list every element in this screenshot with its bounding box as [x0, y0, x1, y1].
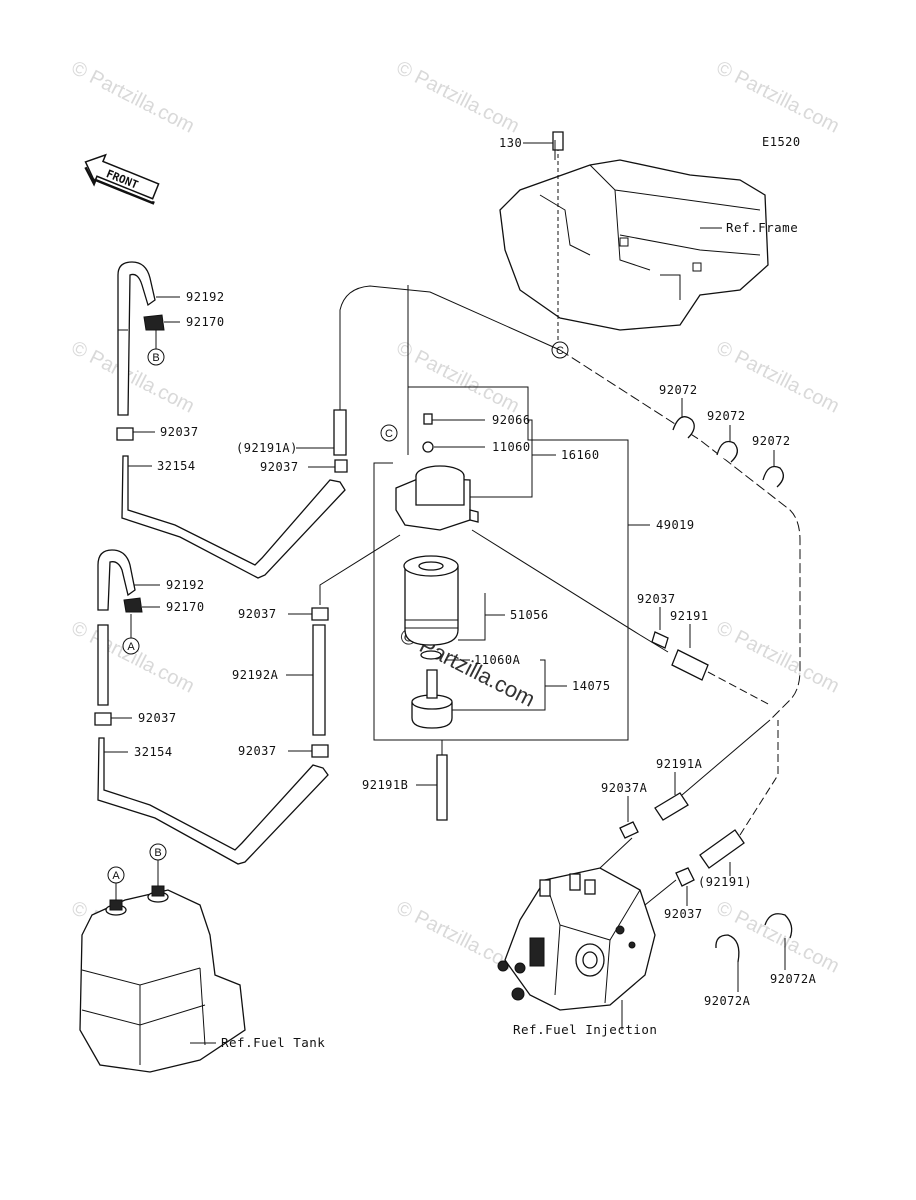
part-label-92037-c2: 92037 [238, 607, 277, 621]
clamp-92037-r2 [675, 867, 695, 887]
part-label-92191B: 92191B [362, 778, 408, 792]
part-label-92037-r1: 92037 [637, 592, 676, 606]
watermark: © Partzilla.com [713, 57, 843, 138]
ref-fuel-injection-label: Ref.Fuel Injection [513, 1022, 657, 1037]
left-upper-hose [116, 261, 346, 579]
part-label-92191A-paren: (92191A) [236, 441, 298, 455]
diagram-code: E1520 [762, 135, 801, 149]
clamps-92072 [672, 416, 784, 488]
connector-a-label: A [127, 641, 135, 653]
part-label-92037-l2: 92037 [138, 711, 177, 725]
part-label-49019: 49019 [656, 518, 695, 532]
part-label-51056: 51056 [510, 608, 549, 622]
part-label-92170-top: 92170 [186, 315, 225, 329]
hose-92191A [654, 792, 689, 821]
part-label-92037-l1: 92037 [160, 425, 199, 439]
clamp-92072A-l [715, 934, 740, 963]
part-label-92191-paren: (92191) [698, 875, 752, 889]
part-label-92191: 92191 [670, 609, 709, 623]
connector-b-label: B [152, 352, 159, 364]
part-label-92037-r2: 92037 [664, 907, 703, 921]
watermark: © Partzilla.com [68, 57, 198, 138]
watermark: © Partzilla.com [713, 617, 843, 698]
part-label-92037-c1: 92037 [260, 460, 299, 474]
left-lower-hose [94, 549, 329, 865]
hose-92191 [671, 649, 709, 681]
frame-illustration [499, 131, 769, 345]
part-label-16160: 16160 [561, 448, 600, 462]
part-label-92072-c: 92072 [752, 434, 791, 448]
fuel-injection-pump-illustration [497, 867, 656, 1011]
watermark: © Partzilla.com [393, 337, 523, 418]
part-label-92072-a: 92072 [659, 383, 698, 397]
part-label-92037A: 92037A [601, 781, 648, 795]
clamp-92037-r1 [651, 631, 669, 649]
part-label-92072A-l: 92072A [704, 994, 751, 1008]
fuel-filter-assembly [373, 285, 629, 741]
part-label-92192A: 92192A [232, 668, 279, 682]
ref-fuel-tank-label: Ref.Fuel Tank [221, 1035, 325, 1050]
part-label-130: 130 [499, 136, 522, 150]
part-label-11060A: 11060A [474, 653, 521, 667]
connector-c-filter [380, 424, 398, 442]
part-label-32154-top: 32154 [157, 459, 196, 473]
front-arrow-icon: FRONT [84, 153, 160, 205]
connector-a-tank-label: A [112, 870, 120, 882]
part-label-92066: 92066 [492, 413, 531, 427]
connector-c-filter-label: C [385, 428, 393, 440]
part-label-32154-bot: 32154 [134, 745, 173, 759]
center-hose [311, 534, 401, 758]
part-label-92191A: 92191A [656, 757, 703, 771]
part-label-11060: 11060 [492, 440, 531, 454]
fuel-tank-illustration [79, 885, 246, 1073]
watermark: © Partzilla.com [68, 617, 198, 698]
watermark: © Partzilla.com [68, 337, 198, 418]
part-label-92037-c3: 92037 [238, 744, 277, 758]
hose-92191B [436, 754, 448, 821]
connector-c-label: C [556, 345, 564, 357]
part-label-92192-top: 92192 [186, 290, 225, 304]
watermark: © Partzilla.com [393, 57, 523, 138]
connector-b-tank-label: B [154, 847, 161, 859]
hose-92191-paren [699, 829, 745, 869]
watermark: © Partzilla.com [713, 337, 843, 418]
part-label-92072-b: 92072 [707, 409, 746, 423]
clamp-92037A [619, 821, 639, 839]
ref-frame-label: Ref.Frame [726, 220, 798, 235]
part-label-14075: 14075 [572, 679, 611, 693]
part-label-92192-mid: 92192 [166, 578, 205, 592]
part-label-92170-mid: 92170 [166, 600, 205, 614]
part-label-92072A-r: 92072A [770, 972, 817, 986]
clamp-92072A-r [764, 913, 793, 939]
